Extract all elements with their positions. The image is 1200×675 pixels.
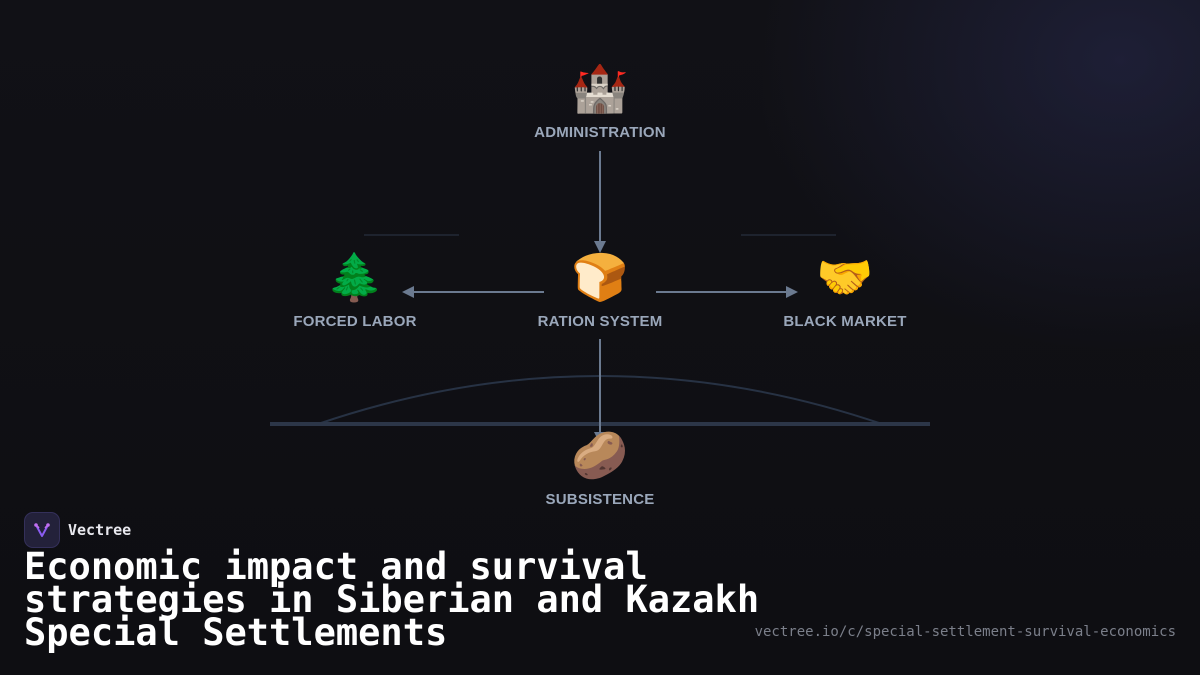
brand-name: Vectree	[68, 521, 132, 539]
evergreen-tree-icon: 🌲	[326, 250, 384, 304]
handshake-icon: 🤝	[816, 250, 874, 304]
node-administration: 🏰 ADMINISTRATION	[490, 60, 710, 141]
node-subsistence: 🥔 SUBSISTENCE	[490, 427, 710, 508]
node-ration-system: 🍞 RATION SYSTEM	[490, 249, 710, 330]
node-black-market: 🤝 BLACK MARKET	[735, 249, 955, 330]
page-title: Economic impact and survival strategies …	[24, 545, 760, 654]
bread-icon: 🍞	[571, 250, 629, 304]
vectree-logo-icon	[24, 512, 60, 548]
node-label-forced-labor: FORCED LABOR	[293, 313, 417, 330]
node-label-black-market: BLACK MARKET	[783, 313, 907, 330]
brand: Vectree	[24, 512, 131, 548]
node-label-subsistence: SUBSISTENCE	[545, 491, 655, 508]
node-forced-labor: 🌲 FORCED LABOR	[245, 249, 465, 330]
potato-icon: 🥔	[571, 428, 629, 482]
node-label-ration-system: RATION SYSTEM	[537, 313, 663, 330]
castle-icon: 🏰	[571, 61, 629, 115]
node-label-administration: ADMINISTRATION	[534, 124, 666, 141]
source-url[interactable]: vectree.io/c/special-settlement-survival…	[754, 624, 1176, 640]
